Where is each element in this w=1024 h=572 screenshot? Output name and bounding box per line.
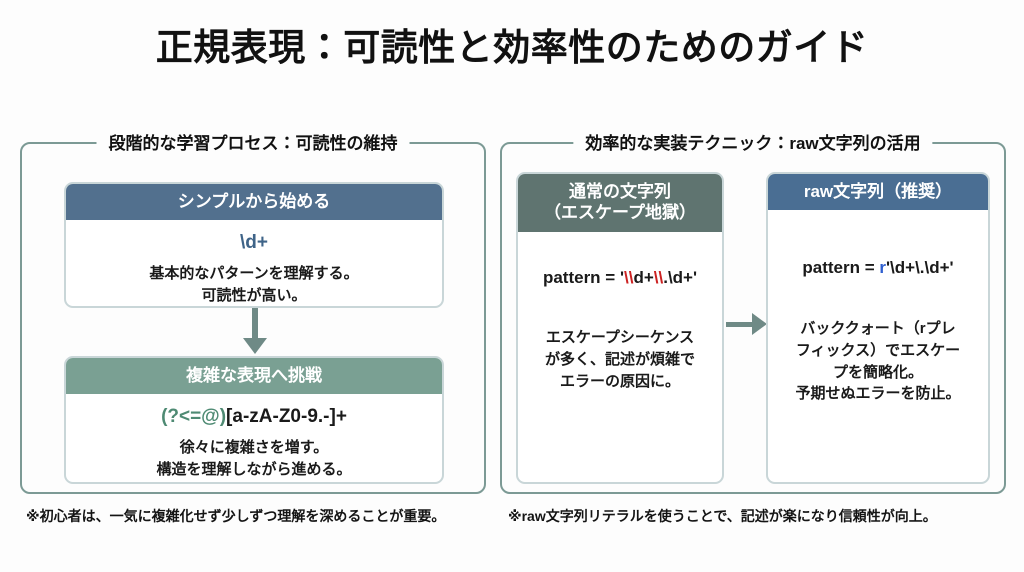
card-normal-string-code: pattern = '\\d+\\.\d+': [528, 266, 712, 290]
card-raw-string-header: raw文字列（推奨）: [768, 174, 988, 211]
card-simple-header: シンプルから始める: [66, 184, 442, 221]
card-complex-header: 複雑な表現へ挑戦: [66, 358, 442, 395]
code-segment-escape-1: \\: [624, 267, 634, 287]
page-title: 正規表現：可読性と効率性のためのガイド: [155, 27, 869, 68]
card-normal-string-body: pattern = '\\d+\\.\d+' エスケープシーケンス が多く、記述…: [518, 232, 722, 401]
card-simple-start: シンプルから始める \d+ 基本的なパターンを理解する。 可読性が高い。: [64, 182, 444, 308]
card-normal-string: 通常の文字列 （エスケープ地獄） pattern = '\\d+\\.\d+' …: [516, 172, 724, 484]
card-complex-challenge: 複雑な表現へ挑戦 (?<=@)[a-zA-Z0-9.-]+ 徐々に複雑さを増す。…: [64, 356, 444, 484]
card-simple-body: \d+ 基本的なパターンを理解する。 可読性が高い。: [66, 220, 442, 306]
card-complex-body: (?<=@)[a-zA-Z0-9.-]+ 徐々に複雑さを増す。 構造を理解しなが…: [66, 394, 442, 482]
card-complex-code-charclass: [a-zA-Z0-9.-]+: [226, 406, 347, 428]
left-panel: 段階的な学習プロセス：可読性の維持: [20, 129, 486, 494]
code-segment-plain: pattern = ': [542, 267, 624, 287]
code-segment-plain-2: d+: [633, 267, 654, 287]
right-panel: 効率的な実装テクニック：raw文字列の活用: [500, 129, 1006, 494]
card-simple-description: 基本的なパターンを理解する。 可読性が高い。: [149, 264, 359, 304]
card-raw-string-description: バッククォート（rプレ フィックス）でエスケー プを簡略化。 予期せぬエラーを防…: [795, 320, 961, 403]
card-normal-string-description: エスケープシーケンス が多く、記述が煩雑で エラーの原因に。: [544, 329, 695, 390]
card-normal-string-header: 通常の文字列 （エスケープ地獄）: [518, 174, 722, 232]
card-raw-string: raw文字列（推奨） pattern = r'\d+\.\d+' バッククォート…: [766, 172, 990, 484]
card-complex-description: 徐々に複雑さを増す。 構造を理解しながら進める。: [156, 438, 352, 478]
code-segment-escape-2: \\: [653, 267, 664, 287]
left-panel-legend: 段階的な学習プロセス：可読性の維持: [96, 129, 410, 154]
code-segment-plain-3: .\d+': [663, 267, 698, 287]
card-simple-code: \d+: [240, 232, 268, 254]
down-arrow-icon: [243, 308, 267, 354]
code-segment-plain-2: '\d+\.\d+': [886, 258, 954, 278]
card-complex-code-lookbehind: (?<=@): [161, 406, 227, 428]
code-segment-raw-prefix: r: [879, 258, 886, 278]
right-panel-legend: 効率的な実装テクニック：raw文字列の活用: [573, 129, 933, 154]
card-raw-string-body: pattern = r'\d+\.\d+' バッククォート（rプレ フィックス）…: [768, 210, 988, 413]
left-footnote: ※初心者は、一気に複雑化せず少しずつ理解を深めることが重要。: [26, 508, 446, 524]
right-arrow-icon: [726, 313, 767, 335]
card-complex-code: (?<=@)[a-zA-Z0-9.-]+: [76, 404, 432, 431]
code-segment-plain: pattern =: [802, 258, 880, 278]
right-footnote: ※raw文字列リテラルを使うことで、記述が楽になり信頼性が向上。: [508, 508, 937, 524]
card-raw-string-code: pattern = r'\d+\.\d+': [778, 256, 978, 280]
